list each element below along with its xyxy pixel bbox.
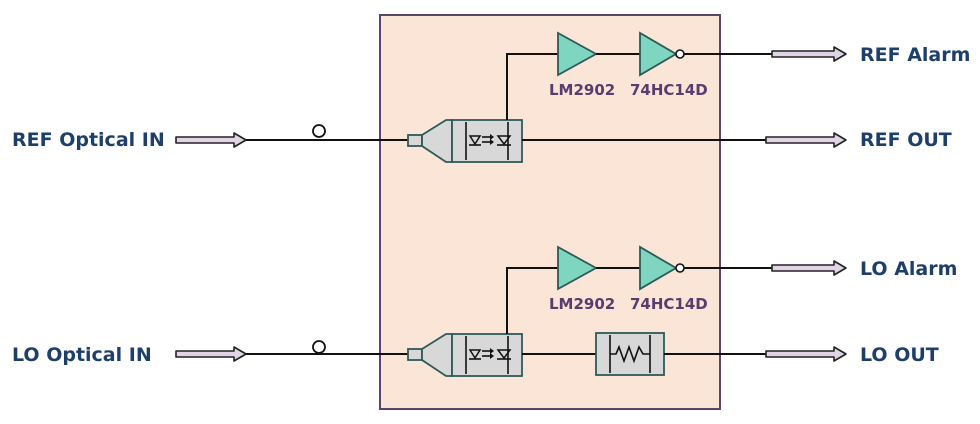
lo-resistor-icon (595, 332, 665, 376)
ref-out-label: REF OUT (860, 129, 952, 151)
lo-comparator-chip-label: LM2902 (549, 295, 615, 313)
lo-fiber-connector-icon (312, 340, 326, 354)
ref-inverter-bubble (675, 49, 685, 59)
lo-out-arrow-icon (765, 346, 847, 362)
ref-comparator-chip-label: LM2902 (549, 81, 615, 99)
lo-inverter-bubble (675, 263, 685, 273)
lo-input-arrow-icon (175, 346, 247, 362)
ref-inverter-chip-label: 74HC14D (630, 81, 708, 99)
ref-optical-receiver-icon (407, 119, 523, 163)
ref-fiber-connector-icon (312, 124, 326, 138)
ref-alarm-branch-wire (506, 53, 558, 120)
lo-alarm-arrow-icon (771, 260, 847, 276)
ref-input-arrow-icon (175, 132, 247, 148)
ref-optical-in-label: REF Optical IN (12, 129, 165, 151)
ref-alarm-arrow-icon (771, 46, 847, 62)
lo-inverter-chip-label: 74HC14D (630, 295, 708, 313)
lo-alarm-branch-wire (506, 267, 558, 334)
lo-alarm-label: LO Alarm (860, 258, 957, 280)
ref-out-arrow-icon (765, 132, 847, 148)
lo-optical-receiver-icon (407, 333, 523, 377)
ref-alarm-label: REF Alarm (860, 44, 970, 66)
lo-optical-in-label: LO Optical IN (12, 344, 152, 366)
lo-out-label: LO OUT (860, 344, 939, 366)
ref-inverter-icon (639, 31, 678, 77)
lo-inverter-icon (639, 245, 678, 291)
ref-comparator-amplifier-icon (557, 31, 598, 77)
lo-comparator-amplifier-icon (557, 245, 598, 291)
